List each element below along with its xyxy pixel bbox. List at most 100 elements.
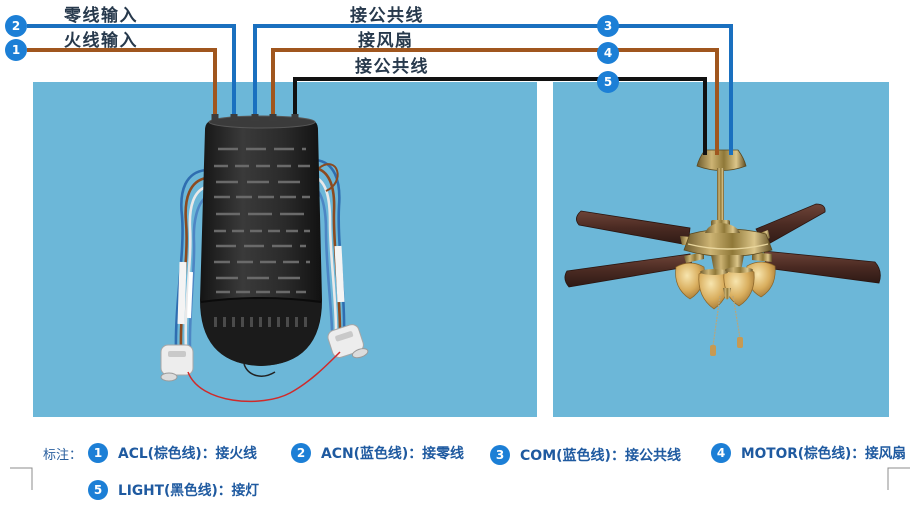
light-kit-finial: [723, 288, 731, 300]
connection-wires: [27, 24, 733, 155]
number-badge: [597, 42, 619, 64]
legend-item-motor: 4 MOTOR(棕色线)：接风扇: [711, 443, 906, 463]
wire-live-input: [27, 48, 217, 118]
vent-slots: [214, 147, 310, 294]
number-badge: [291, 443, 311, 463]
controller-base: [201, 299, 321, 366]
wire-common: [253, 24, 733, 155]
wire-terminal: [291, 114, 299, 121]
blade-iron: [684, 252, 704, 263]
callout-motor: 接风扇 4: [358, 30, 619, 64]
callout-label: 接公共线: [350, 5, 424, 26]
controller-right-leads: [314, 158, 346, 334]
wire-terminal: [211, 114, 219, 121]
number-badge: [490, 445, 510, 465]
number-badge: [88, 443, 108, 463]
wire-light: [293, 77, 707, 155]
callout-light: 接公共线 5: [355, 56, 619, 93]
legend: 标注： 1 ACL(棕色线)：接火线 2 ACN(蓝色线)：接零线 3 COM(…: [43, 443, 906, 500]
badge-number: 1: [94, 446, 102, 460]
number-badge: [597, 71, 619, 93]
wire-motor: [271, 48, 719, 155]
badge-number: 1: [12, 43, 20, 57]
blade-iron: [752, 252, 772, 262]
number-badge: [597, 15, 619, 37]
controller-left-leads: [174, 168, 208, 352]
lead-sleeve: [177, 261, 187, 325]
lead-wire: [184, 185, 208, 352]
lead-wire: [174, 168, 208, 352]
badge-number: 4: [717, 446, 725, 460]
badge-number: 5: [604, 75, 612, 89]
badge-number: 5: [94, 483, 102, 497]
legend-item-text: ACN(蓝色线)：接零线: [321, 445, 464, 462]
fan-blade: [564, 253, 693, 288]
wire-terminal: [269, 114, 277, 121]
motor-trim-band: [687, 243, 769, 250]
connector-block: [327, 324, 364, 358]
number-badge: [88, 480, 108, 500]
callout-common: 接公共线 3: [350, 5, 619, 37]
shade-rim: [700, 269, 728, 275]
legend-title: 标注：: [43, 448, 82, 463]
fan-canopy: [696, 149, 747, 171]
fan-controller: [160, 115, 369, 403]
legend-item-text: ACL(棕色线)：接火线: [118, 445, 257, 462]
motor-top-collar: [705, 223, 740, 233]
red-lead-wire: [187, 351, 341, 403]
shade-rim: [725, 267, 753, 273]
fan-downrod: [717, 168, 724, 224]
fan-blade: [576, 210, 691, 246]
lead-sleeve: [187, 271, 193, 319]
crop-mark-bottom-left: [10, 467, 33, 490]
lead-sleeve: [334, 245, 345, 303]
callout-label: 火线输入: [64, 30, 138, 51]
legend-item-text: MOTOR(棕色线)：接风扇: [741, 445, 906, 462]
pull-chain-tassel: [710, 345, 716, 356]
callout-label: 接风扇: [358, 30, 414, 51]
pull-chain: [732, 295, 741, 339]
legend-item-acn: 2 ACN(蓝色线)：接零线: [291, 443, 464, 463]
crop-mark-bottom-right: [887, 467, 910, 490]
right-wire-connector: [327, 324, 369, 359]
badge-number: 4: [604, 46, 612, 60]
connector-cap: [351, 348, 369, 359]
lead-wire: [188, 195, 208, 350]
badge-number: 2: [297, 446, 305, 460]
fan-blade: [763, 250, 881, 284]
connector-slot: [335, 331, 354, 342]
left-wire-connector: [160, 344, 194, 382]
legend-item-acl: 1 ACL(棕色线)：接火线: [88, 443, 257, 463]
number-badge: [5, 39, 27, 61]
thin-lead-wire: [243, 363, 276, 377]
callout-label: 零线输入: [63, 5, 138, 26]
connector-slot: [168, 351, 186, 357]
wire-terminal: [230, 114, 238, 121]
controller-top-rim: [208, 115, 316, 129]
fan-motor-housing: [683, 228, 773, 257]
badge-number: 3: [604, 19, 612, 33]
pull-chain: [712, 295, 721, 347]
legend-item-light: 5 LIGHT(黑色线)：接灯: [88, 480, 259, 500]
badge-number: 2: [12, 19, 20, 33]
lead-wire: [315, 176, 338, 334]
callout-neutral-input: 2 零线输入: [5, 5, 138, 37]
callout-label: 接公共线: [355, 56, 429, 77]
badge-number: 3: [496, 448, 504, 462]
wire-terminals: [211, 114, 299, 121]
number-badge: [711, 443, 731, 463]
ceiling-fan: [564, 149, 881, 356]
controller-base-seam: [200, 297, 322, 303]
lead-wire: [315, 188, 334, 332]
legend-item-text: COM(蓝色线)：接公共线: [520, 447, 681, 464]
connector-block: [160, 344, 194, 376]
lead-loop: [318, 163, 339, 192]
wire-terminal: [251, 114, 259, 121]
number-badge: [5, 15, 27, 37]
wire-neutral-input: [27, 24, 236, 118]
fan-blade: [755, 203, 826, 247]
callout-live-input: 1 火线输入: [5, 30, 138, 61]
legend-item-text: LIGHT(黑色线)：接灯: [118, 482, 259, 499]
pull-chain-tassel: [737, 337, 743, 348]
